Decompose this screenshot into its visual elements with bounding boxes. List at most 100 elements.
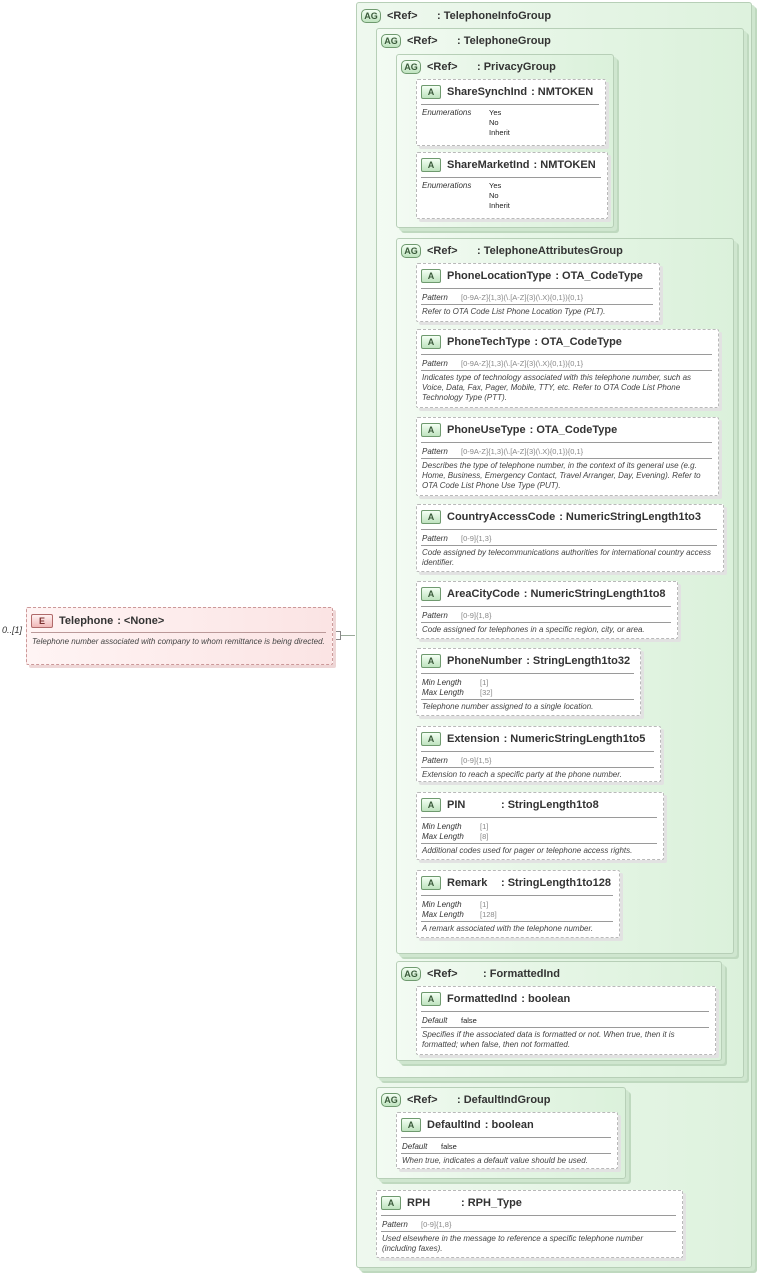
attribute-name: AreaCityCode bbox=[447, 588, 520, 600]
attribute-icon: A bbox=[381, 1196, 401, 1210]
attribute-type: : OTA_CodeType bbox=[529, 424, 618, 436]
group-ref-label: <Ref> bbox=[427, 61, 458, 73]
attribute-doc: Describes the type of telephone number, … bbox=[422, 461, 701, 490]
attribute-type: : OTA_CodeType bbox=[555, 270, 643, 282]
attribute-type: : NMTOKEN bbox=[531, 86, 594, 98]
attribute-type: : StringLength1to8 bbox=[501, 799, 599, 811]
facet-value: [0-9]{1,3} bbox=[461, 534, 492, 543]
facet-label: Min Length bbox=[422, 822, 462, 831]
group-ref-label: <Ref> bbox=[407, 35, 438, 47]
group-ref-label: <Ref> bbox=[427, 968, 458, 980]
facet-value: [1] bbox=[480, 678, 489, 687]
attribute-type: : NumericStringLength1to5 bbox=[503, 733, 646, 745]
element-badge: E bbox=[31, 614, 53, 628]
group-name: : PrivacyGroup bbox=[477, 61, 556, 73]
attribute-doc: A remark associated with the telephone n… bbox=[422, 924, 594, 933]
ag-icon: AG bbox=[401, 60, 421, 74]
attribute-type: : NMTOKEN bbox=[533, 159, 596, 171]
attribute-doc: Indicates type of technology associated … bbox=[422, 373, 692, 402]
facet-label: Default bbox=[402, 1142, 428, 1151]
facet-value: [0-9]{1,5} bbox=[461, 756, 492, 765]
facet-label: Pattern bbox=[422, 359, 448, 368]
enum-value: Inherit bbox=[489, 128, 510, 137]
attribute-name: PhoneNumber bbox=[447, 655, 523, 667]
attribute-doc: Specifies if the associated data is form… bbox=[422, 1030, 675, 1049]
facet-value: [0-9A-Z]{1,3}(\.[A-Z]{3}(\.X){0,1}){0,1} bbox=[461, 447, 584, 456]
attribute-icon: A bbox=[421, 876, 441, 890]
attribute-icon: A bbox=[421, 798, 441, 812]
facet-value: [0-9A-Z]{1,3}(\.[A-Z]{3}(\.X){0,1}){0,1} bbox=[461, 359, 584, 368]
enum-value: Yes bbox=[489, 181, 502, 190]
facet-value: [128] bbox=[480, 910, 497, 919]
facet-label: Pattern bbox=[422, 611, 448, 620]
attribute-type: : NumericStringLength1to3 bbox=[559, 511, 701, 523]
attribute-name: PhoneTechType bbox=[447, 336, 531, 348]
connector-sequence-to-info bbox=[341, 635, 355, 636]
facet-label: Pattern bbox=[422, 447, 448, 456]
facet-value: false bbox=[461, 1016, 477, 1025]
attribute-name: ShareMarketInd bbox=[447, 159, 530, 171]
attribute-extension[interactable]: A Extension: NumericStringLength1to5 Patt… bbox=[416, 726, 661, 782]
attribute-icon: A bbox=[421, 587, 441, 601]
facet-label: Pattern bbox=[422, 534, 448, 543]
attribute-name: RPH bbox=[407, 1197, 431, 1209]
group-name: : FormattedInd bbox=[483, 968, 560, 980]
attribute-icon: A bbox=[421, 732, 441, 746]
enum-value: No bbox=[489, 118, 499, 127]
facet-value: [1] bbox=[480, 900, 489, 909]
attribute-country-access-code[interactable]: A CountryAccessCode: NumericStringLength1… bbox=[416, 504, 724, 572]
attribute-area-city-code[interactable]: A AreaCityCode: NumericStringLength1to8 P… bbox=[416, 581, 678, 639]
attribute-name: Remark bbox=[447, 877, 488, 889]
attribute-type: : StringLength1to32 bbox=[526, 655, 631, 667]
attribute-doc: Code assigned for telephones in a specif… bbox=[422, 625, 645, 634]
attribute-type: : boolean bbox=[484, 1119, 534, 1131]
attribute-icon: A bbox=[421, 510, 441, 524]
attribute-name: PhoneLocationType bbox=[447, 270, 552, 282]
enum-value: Yes bbox=[489, 108, 502, 117]
facet-label: Enumerations bbox=[422, 108, 472, 117]
attribute-icon: A bbox=[421, 85, 441, 99]
facet-label: Min Length bbox=[422, 678, 462, 687]
attribute-type: : OTA_CodeType bbox=[534, 336, 622, 348]
ag-icon: AG bbox=[401, 967, 421, 981]
cardinality-label: 0..[1] bbox=[2, 625, 23, 635]
attribute-name: DefaultInd bbox=[427, 1119, 481, 1131]
attribute-doc: Code assigned by telecommunications auth… bbox=[422, 548, 712, 567]
attribute-name: PhoneUseType bbox=[447, 424, 526, 436]
attribute-doc: When true, indicates a default value sho… bbox=[402, 1156, 588, 1165]
attribute-phone-use-type[interactable]: A PhoneUseType: OTA_CodeType Pattern [0-9… bbox=[416, 417, 719, 496]
facet-value: [0-9A-Z]{1,3}(\.[A-Z]{3}(\.X){0,1}){0,1} bbox=[461, 293, 584, 302]
attribute-doc: Telephone number assigned to a single lo… bbox=[422, 702, 594, 711]
attribute-type: : NumericStringLength1to8 bbox=[523, 588, 666, 600]
attribute-name: CountryAccessCode bbox=[447, 511, 556, 523]
facet-value: [0-9]{1,8} bbox=[421, 1220, 452, 1229]
attribute-icon: A bbox=[421, 423, 441, 437]
facet-value: false bbox=[441, 1142, 457, 1151]
attribute-name: Extension bbox=[447, 733, 500, 745]
sequence-icon bbox=[332, 631, 341, 640]
ag-icon: AG bbox=[361, 9, 381, 23]
facet-value: [8] bbox=[480, 832, 489, 841]
facet-label: Enumerations bbox=[422, 181, 472, 190]
group-ref-label: <Ref> bbox=[407, 1094, 438, 1106]
attribute-icon: A bbox=[421, 269, 441, 283]
attribute-doc: Extension to reach a specific party at t… bbox=[422, 770, 622, 779]
facet-label: Pattern bbox=[382, 1220, 408, 1229]
element-name: Telephone bbox=[59, 615, 114, 627]
facet-label: Pattern bbox=[422, 756, 448, 765]
group-name: : TelephoneAttributesGroup bbox=[477, 245, 623, 257]
telephone-element[interactable]: E Telephone : <None> Telephone number as… bbox=[26, 607, 333, 665]
group-name: : TelephoneGroup bbox=[457, 35, 551, 47]
attribute-name: FormattedInd bbox=[447, 993, 518, 1005]
attribute-type: : StringLength1to128 bbox=[501, 877, 612, 889]
